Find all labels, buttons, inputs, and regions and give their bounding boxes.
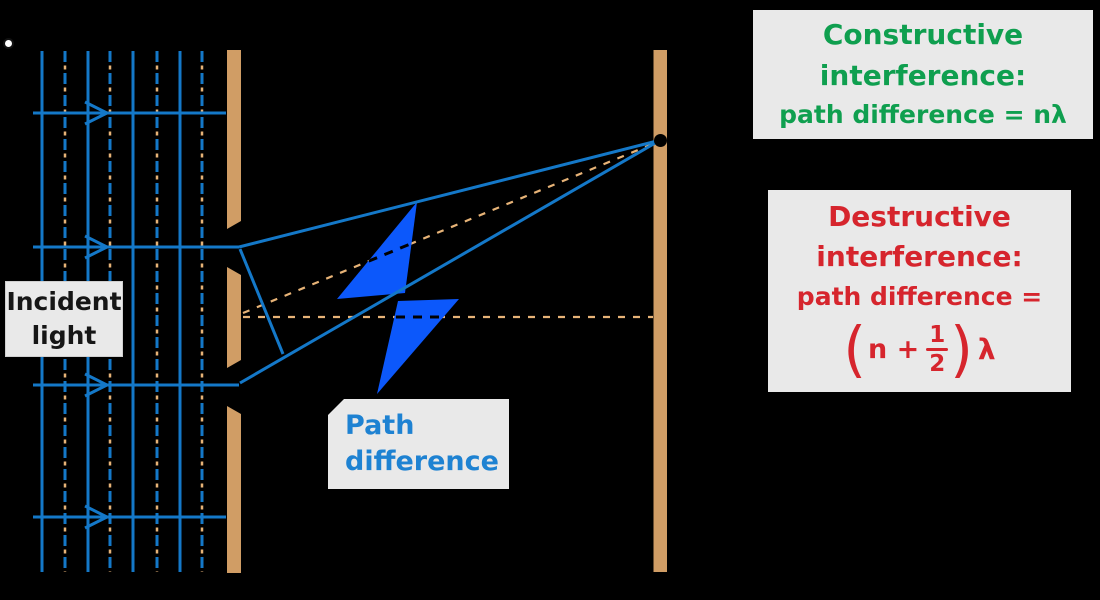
screen <box>653 50 667 572</box>
constructive-equation: path difference = nλ <box>779 100 1067 130</box>
ray-top-slit <box>238 139 658 249</box>
formula-open-paren: ( <box>843 313 867 386</box>
tag-hole-icon <box>3 38 14 49</box>
incident-ray-arrows <box>33 100 239 530</box>
destructive-interference-box: Destructive interference: path differenc… <box>768 190 1071 392</box>
fraction-denominator: 2 <box>929 350 946 377</box>
incident-light-line1: Incident <box>6 287 122 317</box>
path-difference-tag: Path difference <box>328 399 509 489</box>
slit-to-point-rays <box>238 139 658 385</box>
incident-light-label: Incident light <box>5 281 123 357</box>
formula-close-paren: ) <box>950 313 973 386</box>
ray-bottom-slit <box>239 140 658 385</box>
path-difference-line1: Path <box>345 409 415 441</box>
double-slit-barrier <box>227 50 241 573</box>
perpendicular-construction-line <box>238 248 285 355</box>
constructive-title-line2: interference: <box>819 58 1027 92</box>
destructive-title-line2: interference: <box>816 240 1023 274</box>
path-difference-line2: difference <box>345 446 499 477</box>
incident-light-line2: light <box>31 321 97 350</box>
destructive-equation-line: path difference = <box>796 281 1043 311</box>
formula-lambda: λ <box>977 332 996 366</box>
fraction-numerator: 1 <box>929 321 946 348</box>
destructive-formula: ( n + 1 2 ) λ <box>843 313 995 385</box>
formula-fraction: 1 2 <box>926 321 949 377</box>
fraction-bar <box>926 347 949 351</box>
bright-fringe-dot <box>654 134 667 147</box>
lightning-bolt-icon <box>337 202 459 394</box>
destructive-title-line1: Destructive <box>828 199 1011 233</box>
constructive-interference-box: Constructive interference: path differen… <box>753 10 1093 139</box>
constructive-title-line1: Constructive <box>822 18 1024 52</box>
formula-term: n + <box>868 333 920 365</box>
